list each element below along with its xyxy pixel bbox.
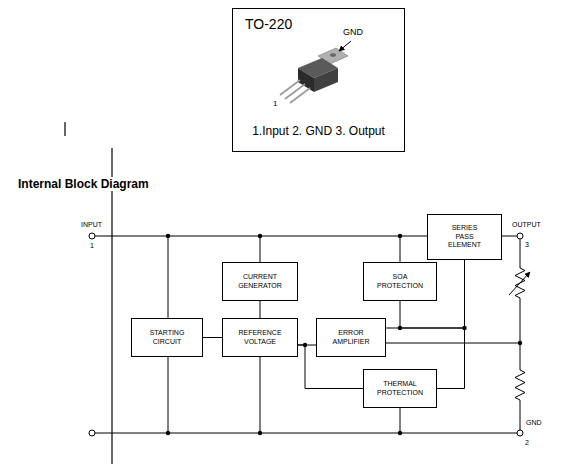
terminal [517,430,523,436]
diagram-title: Internal Block Diagram [16,177,151,191]
package-lead [285,84,305,99]
signal-wire [260,301,261,318]
ground-rail [95,433,517,434]
pin-name: GND [526,419,542,427]
package-box: TO-220 1.Input 2. GND 3. Output [232,8,405,152]
block-label: SOA PROTECTION [371,273,429,290]
process-box: STARTING CIRCUIT [131,318,203,357]
junction-dots [166,234,522,435]
feedback-wire [386,343,520,344]
signal-wire [203,337,222,338]
block-label: REFERENCE VOLTAGE [231,329,289,346]
amplifier-box: ERROR AMPLIFIER [316,318,386,357]
protection-box: THERMAL PROTECTION [363,369,437,408]
label-holder: 2 [525,439,529,447]
package-title: TO-220 [245,16,292,32]
process-box: REFERENCE VOLTAGE [222,318,298,357]
package-lead [280,80,300,95]
label-holder: OUTPUT [512,221,541,229]
label-holder: GND [343,28,363,38]
junction-dot [258,431,262,435]
block-label: SERIES PASS ELEMENT [445,224,485,249]
terminal [517,233,523,239]
pass-element-box: SERIES PASS ELEMENT [427,214,502,260]
terminal [89,233,95,239]
block-label: THERMAL PROTECTION [371,380,429,397]
package-lead [290,88,310,103]
label-holder: 1 [90,242,94,250]
pin-name: INPUT [81,221,102,229]
junction-dot [258,234,262,238]
margin-rule [111,148,113,464]
package-body-side [314,68,338,92]
label-holder: 1 [273,100,277,109]
label-holder: INPUT [81,221,102,229]
junction-dot [398,431,402,435]
terminal [89,430,95,436]
pin-callout: GND [343,28,363,38]
label-holder: GND [526,419,542,427]
resistor-divider [515,239,525,430]
signal-wire [437,260,465,389]
junction-dot [166,234,170,238]
block-label: STARTING CIRCUIT [138,329,196,346]
protection-box: SOA PROTECTION [363,262,437,301]
pin-number: 3 [525,241,529,249]
pin-legend: 1.Input 2. GND 3. Output [252,124,385,138]
label-holder: 3 [525,241,529,249]
block-label: ERROR AMPLIFIER [322,329,380,346]
pin-number: 1 [90,242,94,250]
pin-name: OUTPUT [512,221,541,229]
package-tab-hole [330,53,336,57]
junction-dot [398,234,402,238]
block-label: CURRENT GENERATOR [231,273,289,290]
junction-dot [518,341,522,345]
pin-number: 1 [273,100,277,109]
process-box: CURRENT GENERATOR [222,262,298,301]
pin-number: 2 [525,439,529,447]
title-holder: Internal Block Diagram [16,177,151,191]
margin-tick [64,122,66,136]
leader-arrow [339,41,351,51]
junction-dot [166,431,170,435]
variable-resistor-arrow [509,272,530,295]
output-wire [502,236,517,237]
